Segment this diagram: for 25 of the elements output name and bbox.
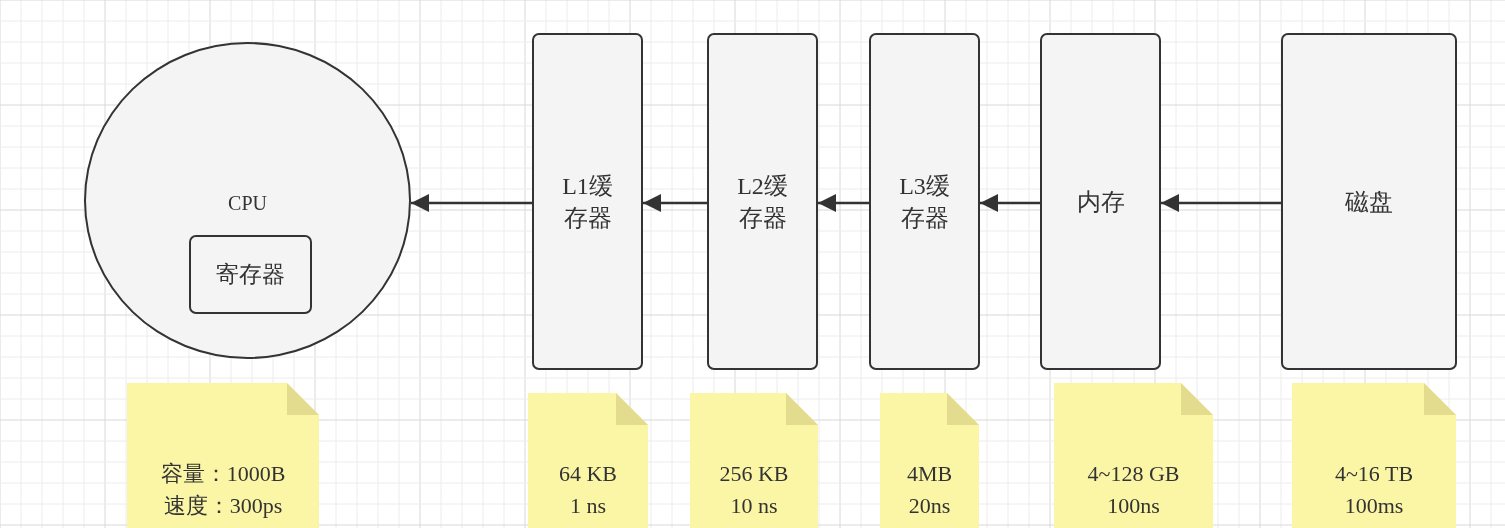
sticky-note (127, 383, 319, 528)
memory-box: L2缓存器 (707, 33, 818, 370)
memory-box: L1缓存器 (532, 33, 643, 370)
register-box: 寄存器 (189, 235, 312, 314)
sticky-note (1292, 383, 1456, 528)
sticky-note (880, 393, 979, 528)
sticky-note (528, 393, 648, 528)
note-text: 4~16 TB 100ms (1333, 460, 1415, 520)
arrow (411, 194, 532, 212)
arrow (980, 194, 1040, 212)
arrow (1161, 194, 1281, 212)
sticky-note (690, 393, 818, 528)
arrow (643, 194, 707, 212)
sticky-note (1054, 383, 1213, 528)
cpu-label: CPU (227, 191, 268, 216)
cpu-circle (84, 42, 411, 359)
note-text: 4MB 20ns (905, 460, 954, 520)
memory-box: 内存 (1040, 33, 1161, 370)
note-text: 4~128 GB 100ns (1086, 460, 1181, 520)
note-text: 256 KB 10 ns (718, 460, 790, 520)
memory-box: 磁盘 (1281, 33, 1457, 370)
arrow (818, 194, 869, 212)
note-text: 64 KB 1 ns (557, 460, 619, 520)
note-text: 容量：1000B 速度：300ps (159, 460, 287, 520)
memory-box: L3缓存器 (869, 33, 980, 370)
